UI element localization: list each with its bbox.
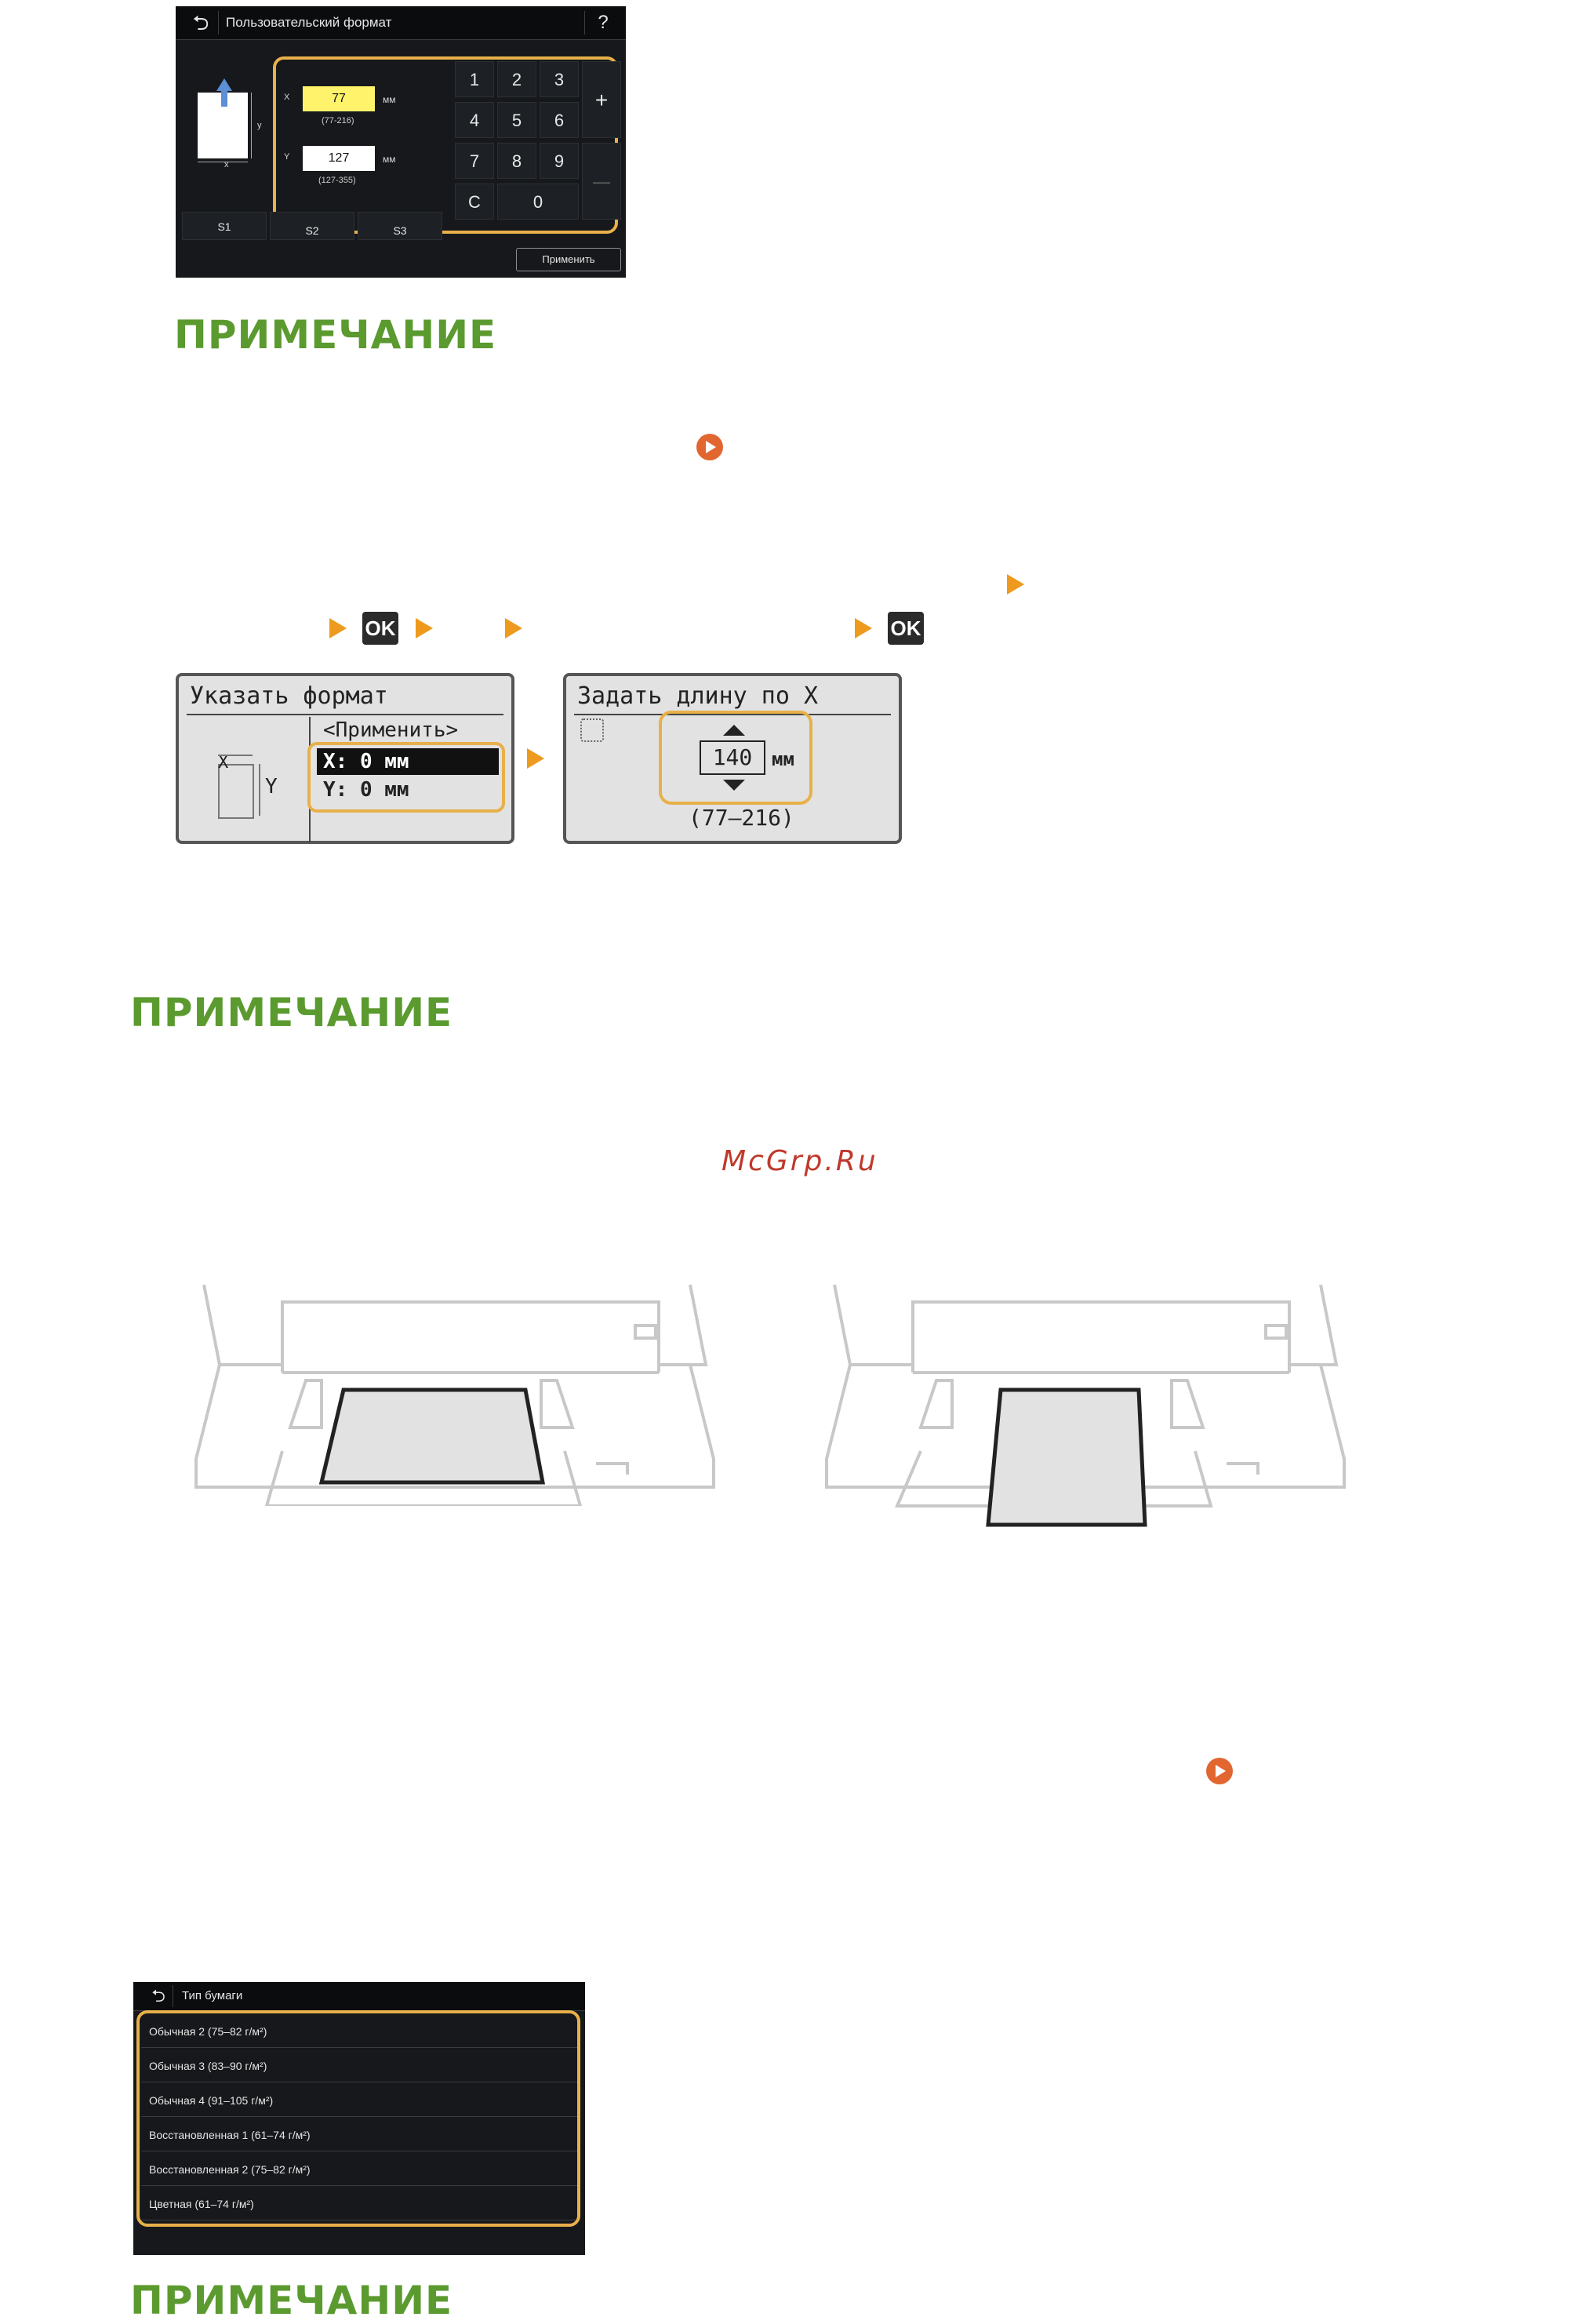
dimension-line-y: [251, 93, 252, 158]
title-bar: ⮌ Пользовательский формат ?: [176, 6, 626, 40]
step-arrow-icon: [1007, 574, 1024, 595]
note-heading: ПРИМЕЧАНИЕ: [130, 990, 453, 1035]
lcd-title: Указать формат: [190, 682, 388, 710]
diagram-x-label: x: [224, 160, 229, 169]
lcd-title: Задать длину по X: [577, 682, 819, 710]
lcd-rule: [574, 714, 891, 715]
x-length-range: (77–216): [689, 805, 794, 831]
x-size-field[interactable]: 77: [303, 86, 375, 111]
ok-key-icon: OK: [888, 612, 924, 645]
custom-size-screen: ⮌ Пользовательский формат ? x y X 77 мм …: [176, 6, 626, 278]
preset-s3-button[interactable]: S3: [358, 212, 442, 240]
lcd-diagram-x-label: X: [218, 753, 229, 773]
lcd-set-x-length: Задать длину по X 140 мм (77–216): [563, 673, 902, 844]
paper-type-screen: ⮌ Тип бумаги Обычная 2 (75–82 г/м²) Обыч…: [133, 1982, 585, 2255]
plus-key[interactable]: +: [582, 61, 621, 138]
preset-s2-button[interactable]: S2: [270, 212, 354, 240]
x-length-value[interactable]: 140: [700, 740, 765, 775]
paper-type-item[interactable]: Обычная 2 (75–82 г/м²): [141, 2015, 577, 2048]
lcd-paper-diagram: [218, 764, 254, 819]
step-arrow-icon: [416, 618, 433, 638]
step-arrow-icon: [329, 618, 347, 638]
key-clear[interactable]: C: [455, 184, 494, 220]
screen-title: Пользовательский формат: [226, 15, 392, 30]
printer-illustration-portrait: [825, 1284, 1346, 1527]
lcd-menu-highlight: [307, 742, 505, 813]
y-size-field[interactable]: 127: [303, 146, 375, 171]
paper-type-item[interactable]: Восстановленная 1 (61–74 г/м²): [141, 2119, 577, 2151]
preset-s1-button[interactable]: S1: [182, 212, 267, 240]
screen-title: Тип бумаги: [182, 1989, 243, 2002]
key-7[interactable]: 7: [455, 143, 494, 179]
dial-icon: [580, 718, 604, 742]
watermark: McGrp.Ru: [721, 1145, 878, 1177]
feed-direction-arrow-icon: [216, 78, 232, 91]
ok-key-icon: OK: [362, 612, 398, 645]
step-arrow-icon: [855, 618, 872, 638]
feed-direction-arrow-stem: [221, 89, 227, 107]
link-arrow-icon[interactable]: [696, 434, 723, 460]
paper-type-item[interactable]: Обычная 3 (83–90 г/м²): [141, 2049, 577, 2082]
printer-illustration-landscape: [194, 1284, 715, 1506]
x-unit: мм: [383, 94, 396, 105]
down-arrow-icon[interactable]: [723, 780, 745, 791]
y-label: Y: [284, 152, 290, 162]
step-arrow-icon: [527, 748, 544, 769]
lcd-menu-x-selected[interactable]: X: 0 мм: [317, 748, 499, 775]
minus-key[interactable]: —: [582, 143, 621, 220]
step-arrow-icon: [505, 618, 522, 638]
diagram-y-label: y: [257, 121, 262, 130]
back-icon[interactable]: ⮌: [192, 11, 209, 35]
y-unit: мм: [383, 154, 396, 165]
help-button[interactable]: ?: [598, 12, 609, 33]
divider: [218, 11, 219, 35]
key-1[interactable]: 1: [455, 61, 494, 97]
key-4[interactable]: 4: [455, 102, 494, 138]
back-icon[interactable]: ⮌: [151, 1986, 165, 2006]
lcd-rule: [187, 714, 503, 715]
x-range: (77-216): [322, 116, 354, 125]
key-0[interactable]: 0: [497, 184, 579, 220]
lcd-specify-size: Указать формат X Y <Применить> X: 0 мм Y…: [176, 673, 514, 844]
key-2[interactable]: 2: [497, 61, 536, 97]
title-bar: ⮌ Тип бумаги: [133, 1982, 585, 2011]
divider: [584, 11, 585, 35]
key-5[interactable]: 5: [497, 102, 536, 138]
x-label: X: [284, 93, 290, 102]
note-heading: ПРИМЕЧАНИЕ: [130, 2278, 453, 2323]
lcd-menu-y[interactable]: Y: 0 мм: [323, 778, 409, 802]
y-range: (127-355): [318, 176, 356, 185]
paper-type-item[interactable]: Цветная (61–74 г/м²): [141, 2188, 577, 2220]
key-9[interactable]: 9: [540, 143, 579, 179]
link-arrow-icon[interactable]: [1206, 1758, 1233, 1784]
list-highlight: [136, 2010, 580, 2227]
up-arrow-icon[interactable]: [723, 725, 745, 736]
key-8[interactable]: 8: [497, 143, 536, 179]
lcd-dim-line-x: [218, 755, 253, 756]
paper-type-item[interactable]: Обычная 4 (91–105 г/м²): [141, 2084, 577, 2117]
lcd-diagram-y-label: Y: [265, 775, 278, 798]
value-highlight: [659, 711, 812, 805]
paper-type-item[interactable]: Восстановленная 2 (75–82 г/м²): [141, 2153, 577, 2186]
note-heading: ПРИМЕЧАНИЕ: [174, 312, 497, 358]
key-3[interactable]: 3: [540, 61, 579, 97]
lcd-dim-line-y: [259, 764, 260, 816]
lcd-menu-apply[interactable]: <Применить>: [323, 718, 459, 742]
key-6[interactable]: 6: [540, 102, 579, 138]
apply-button[interactable]: Применить: [516, 248, 621, 271]
x-length-unit: мм: [772, 748, 794, 770]
